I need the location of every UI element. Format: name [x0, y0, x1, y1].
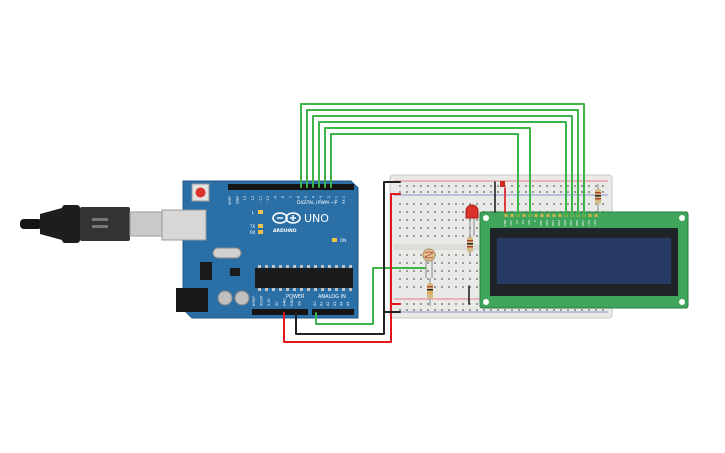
lcd-pin-label: DB2 [551, 220, 555, 226]
lcd-pin [510, 214, 514, 217]
wire-green-4 [318, 121, 567, 217]
lcd-pin-label: DB3 [557, 220, 561, 226]
pin-label: Vin [298, 301, 302, 306]
led [465, 204, 479, 236]
pin-label: GND [236, 196, 240, 204]
usb-port [161, 209, 207, 241]
pin-label: GND [290, 298, 294, 306]
lcd-pin [588, 214, 592, 217]
arduino-logo-icon [272, 212, 301, 224]
pin-label: 5V [275, 301, 279, 306]
lcd-pin [552, 214, 556, 217]
resistor-ldr [427, 278, 433, 306]
power-jack [176, 288, 208, 312]
wire-black-gnd [295, 181, 401, 335]
lcd-pin-label: V0 [515, 220, 519, 224]
brand-label: ARDUINO [273, 228, 297, 234]
resistor-lcd-backlight [595, 184, 601, 212]
lcd-pin-label: DB4 [563, 220, 567, 226]
pin-label: ~9 [274, 196, 278, 201]
lcd-pin-label: DB7 [581, 220, 585, 226]
pin-label: ~3 [319, 196, 323, 201]
digital-header-label: DIGITAL (PWM ~) [297, 200, 336, 206]
power-header [252, 309, 308, 315]
pin-label: ~5 [304, 196, 308, 201]
wire-green-2 [306, 109, 579, 217]
model-label: UNO [304, 212, 329, 225]
pin-label: ~11 [258, 196, 262, 203]
lcd-pin-label: E [533, 220, 537, 222]
pin-label: 13 [243, 196, 247, 200]
pin-label: A4 [339, 302, 343, 306]
led-l-indicator [258, 210, 263, 214]
pin-label: A0 [313, 302, 317, 306]
pin-label: 8 [281, 196, 285, 198]
pin-label: 2 [327, 196, 331, 198]
microcontroller-chip [255, 268, 353, 288]
usb-cable [20, 205, 163, 243]
wire-green-5 [324, 127, 531, 217]
pin-label: ~6 [296, 196, 300, 201]
crystal [212, 247, 242, 259]
lcd-screen [497, 238, 671, 284]
lcd-pin-label: DB6 [575, 220, 579, 226]
led-l-label: L [252, 210, 255, 215]
pin-label: 4 [312, 196, 316, 198]
on-led [332, 238, 337, 242]
lcd-pin [546, 214, 550, 217]
wire-green-6 [330, 133, 519, 217]
lcd-pin-label: RW [527, 220, 531, 225]
lcd-pin [558, 214, 562, 217]
lcd-pin-label: LED [593, 220, 597, 225]
lcd-pin-label: VCC [509, 220, 513, 226]
resistor-led [467, 232, 473, 256]
pin-label: 7 [289, 196, 293, 198]
lcd-pin-label: RS [521, 220, 525, 224]
pin-label: A3 [333, 302, 337, 306]
pin-label: IOREF [252, 296, 256, 306]
pin-label: RX 0 [342, 196, 346, 204]
wire-red-5v [283, 193, 401, 343]
lcd-pin-label: GND [503, 220, 507, 226]
led-rx-label: RX [250, 230, 256, 235]
pin-label: ~10 [266, 196, 270, 203]
lcd-pin [534, 214, 538, 217]
led-tx-label: TX [249, 224, 255, 229]
lcd-pin-label: DB0 [539, 220, 543, 226]
power-header-label: POWER [286, 294, 305, 300]
pin-label: RESET [260, 294, 264, 306]
pin-label: A2 [326, 302, 330, 306]
lcd-pin [504, 214, 508, 217]
pin-label: AREF [228, 196, 232, 205]
trimmer-marker [500, 181, 505, 187]
lcd-pin [522, 214, 526, 217]
wire-green-3 [312, 115, 573, 217]
lcd-pin-label: LED [587, 220, 591, 225]
pin-label: GND [282, 298, 286, 306]
digital-header [228, 184, 354, 190]
on-label: ON [340, 238, 346, 243]
pin-label: 12 [251, 196, 255, 200]
analog-header [312, 309, 354, 315]
arduino-uno: UNO ARDUINO DIGITAL (PWM ~) POWER ANALOG… [161, 180, 359, 319]
lcd-pin [594, 214, 598, 217]
lcd-pin-label: DB5 [569, 220, 573, 226]
lcd-pin-label: DB1 [545, 220, 549, 226]
wires [283, 103, 585, 343]
wire-green-1 [300, 103, 585, 217]
analog-header-label: ANALOG IN [318, 294, 346, 300]
pin-label: A5 [346, 302, 350, 306]
pin-label: 3.3V [267, 298, 271, 306]
pin-label: TX 1 [334, 196, 338, 205]
pin-label: A1 [320, 302, 324, 306]
lcd-pin [540, 214, 544, 217]
